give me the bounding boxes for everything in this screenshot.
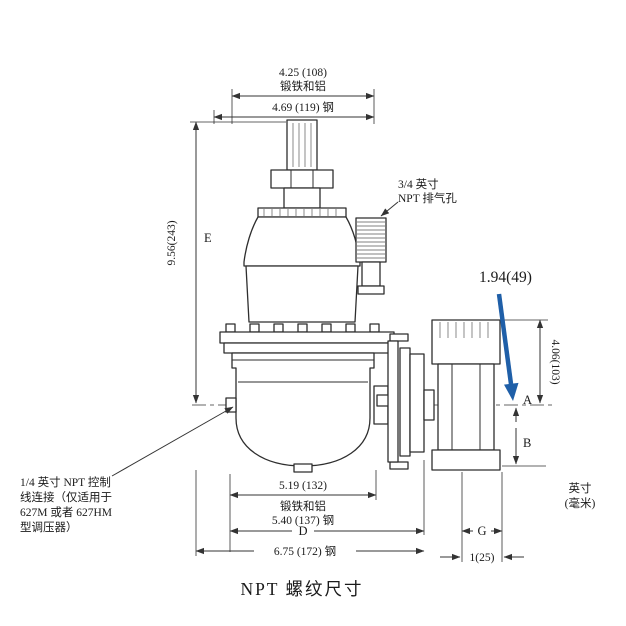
dim-right-height-label: 4.06(103) — [549, 339, 561, 384]
drain-plug — [293, 463, 313, 473]
blue-pointer-arrow — [496, 293, 519, 401]
control-note-line3: 627M 或者 627HM — [20, 506, 112, 519]
diaphragm-flange-upper — [219, 331, 395, 344]
adjusting-screw-stem — [286, 119, 318, 171]
locknut-facets — [290, 170, 314, 188]
dim-a-letter-label: A — [523, 393, 532, 407]
outlet-flange-1 — [387, 340, 399, 463]
dim-top-steel-label: 4.69 (119) 钢 — [272, 101, 334, 114]
vent-label-line2: NPT 排气孔 — [398, 191, 457, 205]
pointer-dimension-label: 1.94(49) — [479, 269, 532, 286]
dimension-lines — [111, 89, 548, 562]
dim-g-letter-label: G — [477, 524, 486, 538]
body-ribs — [232, 359, 374, 383]
vent — [355, 217, 387, 263]
outlet-spacer — [423, 389, 435, 421]
pipe-union — [431, 319, 501, 471]
outlet-flange-2 — [399, 347, 411, 457]
cap-knurling — [263, 209, 337, 216]
closing-cap — [257, 207, 347, 218]
flange-stud-bottom — [389, 461, 409, 470]
vent-ribs — [357, 221, 385, 259]
vent-opening — [357, 285, 385, 295]
control-note-line2: 线连接（仅适用于 — [20, 490, 112, 504]
spring-case — [243, 216, 361, 267]
regulator-drawing — [192, 119, 552, 473]
vent-label-line1: 3/4 英寸 — [398, 177, 439, 191]
dim-b-letter-label: B — [523, 436, 531, 450]
flange-bolts — [225, 323, 380, 333]
control-note-line1: 1/4 英寸 NPT 控制 — [20, 475, 111, 489]
labels: 4.25 (108) 锻铁和铝 4.69 (119) 钢 9.56(243) E… — [20, 67, 595, 599]
dim-top-iron-label: 4.25 (108) — [279, 67, 327, 79]
locknut — [270, 169, 334, 189]
dim-e-letter-label: E — [204, 231, 212, 245]
dim-g-value-label: 1(25) — [470, 552, 495, 564]
diagram-title: NPT 螺纹尺寸 — [240, 579, 363, 599]
dim-total-steel-label: 6.75 (172) 钢 — [274, 545, 336, 558]
dim-bottom-iron-label: 5.19 (132) — [279, 480, 327, 492]
outlet-adapter — [409, 353, 425, 453]
dim-e-value-label: 9.56(243) — [166, 220, 178, 265]
vent-elbow — [361, 261, 381, 287]
flange-stud-top — [389, 333, 409, 342]
units-note-line1: 英寸 — [569, 481, 592, 495]
dim-bottom-steel-label: 5.40 (137) 钢 — [272, 514, 334, 527]
units-note-line2: (毫米) — [565, 496, 596, 510]
material-iron-top-label: 锻铁和铝 — [280, 79, 326, 93]
spring-adjuster-neck — [283, 187, 321, 209]
stem-threads — [292, 123, 312, 167]
control-note-leader-arrow — [111, 406, 234, 477]
control-note-line4: 型调压器） — [20, 520, 78, 534]
material-iron-bottom-label: 锻铁和铝 — [280, 499, 326, 513]
vent-leader-arrow — [380, 201, 399, 217]
bottom-extension-lines — [195, 460, 503, 562]
dim-d-letter-label: D — [298, 524, 307, 538]
valve-body — [231, 352, 375, 467]
diaphragm-flange-lower — [223, 342, 391, 354]
spring-case-lower — [245, 265, 359, 323]
